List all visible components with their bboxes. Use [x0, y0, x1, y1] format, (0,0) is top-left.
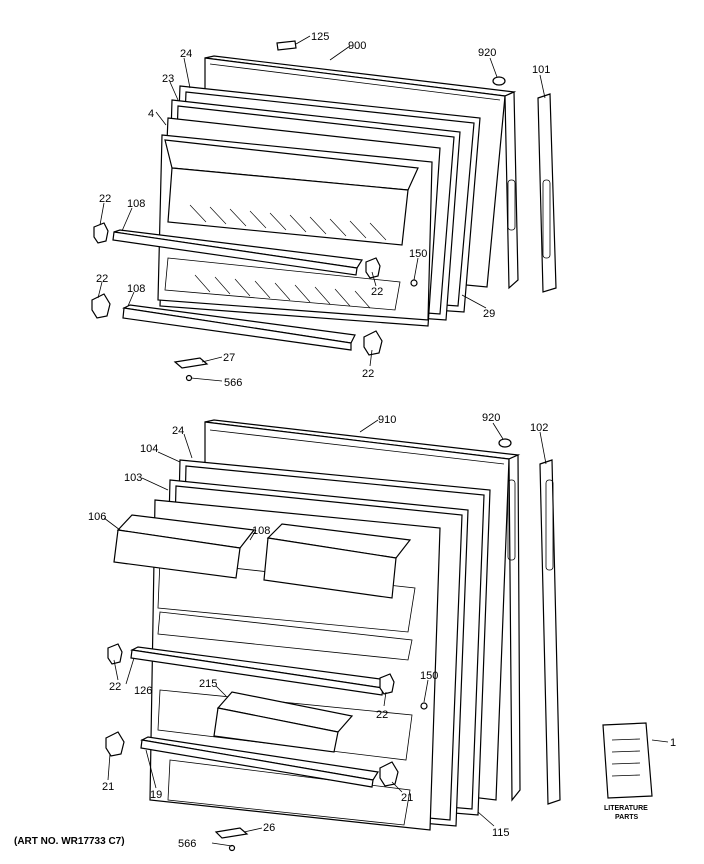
callout-22-d: 22	[362, 368, 374, 380]
callout-920-lower: 920	[482, 412, 500, 424]
callout-24-lower: 24	[172, 425, 184, 437]
callout-900: 900	[348, 40, 366, 52]
part-150-screw-a	[410, 279, 418, 287]
callout-23: 23	[162, 73, 174, 85]
callout-108-lower: 108	[127, 283, 145, 295]
callout-150-lower: 150	[420, 670, 438, 682]
callout-4: 4	[148, 108, 154, 120]
part-106-bin-right	[263, 523, 412, 599]
callout-21-b: 21	[401, 792, 413, 804]
part-106-bin-left	[113, 514, 256, 579]
part-27-hinge	[173, 357, 209, 369]
part-22-support-e	[107, 643, 123, 665]
callout-106: 106	[88, 511, 106, 523]
callout-125: 125	[311, 31, 329, 43]
callout-101: 101	[532, 64, 550, 76]
literature-label-line1: LITERATURE	[604, 805, 648, 812]
part-215-dairy-bin	[213, 691, 354, 753]
part-21-support-a	[105, 731, 125, 757]
callout-1: 1	[670, 737, 676, 749]
callout-24-upper: 24	[180, 48, 192, 60]
leader-lines	[97, 35, 669, 847]
fresh-food-door-assembly	[105, 419, 653, 852]
callout-21-a: 21	[102, 781, 114, 793]
callout-910: 910	[378, 414, 396, 426]
callout-566-upper: 566	[224, 377, 242, 389]
part-150-screw-b	[420, 702, 428, 710]
callout-27: 27	[223, 352, 235, 364]
callout-22-c: 22	[96, 273, 108, 285]
callout-150-upper: 150	[409, 248, 427, 260]
callout-22-e: 22	[109, 681, 121, 693]
upper-shelf-ribs	[189, 204, 387, 241]
part-22-support-a	[93, 222, 109, 244]
callout-labels: 125 900 920 101 24 23 4 22 108 150 22 22…	[14, 31, 676, 850]
part-21-support-b	[379, 761, 399, 787]
part-26-hinge	[214, 827, 249, 839]
lower-shelf-ribs	[194, 274, 371, 309]
part-22-support-d	[363, 330, 383, 356]
part-1-literature	[602, 722, 653, 799]
part-566-screw-b	[228, 844, 236, 852]
part-125-label	[276, 40, 297, 51]
part-101-handle	[537, 93, 557, 293]
callout-126: 126	[134, 685, 152, 697]
part-566-screw-a	[185, 374, 193, 382]
callout-566-lower: 566	[178, 838, 196, 850]
part-4-door-liner	[157, 117, 441, 327]
callout-22-b: 22	[371, 286, 383, 298]
callout-108-upper: 108	[127, 198, 145, 210]
part-920-plug	[492, 76, 506, 86]
callout-115: 115	[492, 827, 510, 839]
part-920-plug-lower	[498, 438, 512, 448]
part-22-support-b	[91, 293, 111, 319]
art-number: (ART NO. WR17733 C7)	[14, 836, 125, 847]
callout-22-f: 22	[376, 709, 388, 721]
part-102-handle	[539, 459, 561, 805]
callout-920-upper: 920	[478, 47, 496, 59]
callout-103: 103	[124, 472, 142, 484]
part-22-support-c	[365, 257, 381, 279]
callout-215: 215	[199, 678, 217, 690]
callout-19: 19	[150, 789, 162, 801]
callout-22-a: 22	[99, 193, 111, 205]
freezer-door-assembly	[91, 40, 557, 382]
callout-104: 104	[140, 443, 158, 455]
callout-102: 102	[530, 422, 548, 434]
callout-29: 29	[483, 308, 495, 320]
literature-label-line2: PARTS	[615, 814, 639, 821]
callout-108-fresh: 108	[252, 525, 270, 537]
callout-26: 26	[263, 822, 275, 834]
part-22-support-f	[379, 673, 395, 695]
